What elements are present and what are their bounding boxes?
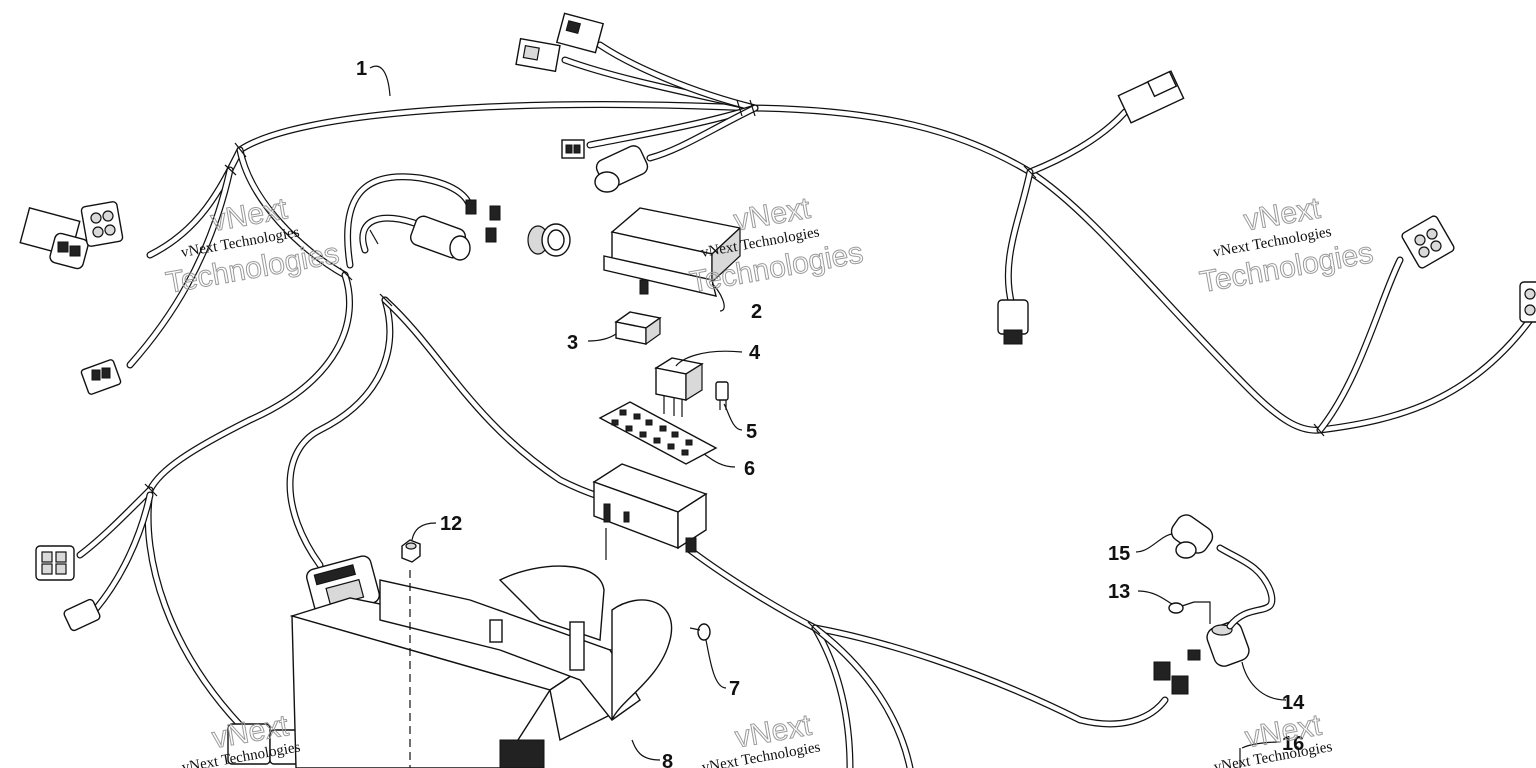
watermark-2: vNext vNext Technologies Technologies	[687, 191, 866, 300]
callout-2: 2	[751, 301, 762, 323]
fuse-block[interactable]	[592, 463, 708, 553]
callout-3: 3	[567, 332, 578, 354]
connector-round-left[interactable]	[408, 214, 471, 261]
watermark-3: vNext vNext Technologies Technologies	[1197, 191, 1376, 300]
mounting-bracket[interactable]	[289, 528, 673, 768]
watermark-6: vNext vNext Technologies	[1213, 708, 1334, 768]
callout-15: 15	[1108, 543, 1130, 565]
callout-4: 4	[749, 342, 761, 364]
connector-bottom-left-1[interactable]	[35, 545, 75, 581]
spark-plug-cap[interactable]	[1168, 511, 1217, 559]
connector-left-lower[interactable]	[80, 359, 122, 395]
rivet[interactable]	[689, 623, 711, 641]
spade-terminals[interactable]	[465, 199, 501, 243]
callout-7: 7	[729, 678, 740, 700]
callout-labels: 1 2 3 4 5 6 7 8 12 13 14 15 16	[356, 58, 1305, 768]
callout-12: 12	[440, 513, 462, 535]
callout-6: 6	[744, 458, 755, 480]
relay-small[interactable]	[614, 311, 662, 346]
connector-round-mid[interactable]	[594, 143, 650, 193]
connector-top-2[interactable]	[555, 12, 605, 54]
screw[interactable]	[1168, 601, 1195, 614]
fuse-label-sheet[interactable]	[598, 401, 718, 465]
connector-far-right-6pin[interactable]	[1401, 215, 1456, 270]
connector-right-top[interactable]	[1117, 70, 1185, 124]
callout-13: 13	[1108, 581, 1130, 603]
nut[interactable]	[401, 539, 421, 563]
connector-small-2pin[interactable]	[561, 139, 585, 159]
connector-bottom-left-2[interactable]	[63, 598, 101, 632]
callout-8: 8	[662, 751, 673, 768]
callout-1: 1	[356, 58, 367, 80]
callout-5: 5	[746, 421, 757, 443]
connector-left-6pin[interactable]	[80, 201, 124, 247]
callout-16: 16	[1282, 733, 1304, 755]
connector-left-large[interactable]	[19, 207, 89, 270]
connector-edge-right[interactable]	[1519, 281, 1536, 323]
watermark-5: vNext vNext Technologies	[701, 708, 822, 768]
connector-right-down[interactable]	[997, 299, 1029, 345]
connector-top-1[interactable]	[515, 37, 561, 73]
relay[interactable]	[654, 357, 704, 417]
fuse-box-cover[interactable]	[603, 207, 742, 297]
fuse[interactable]	[715, 381, 729, 410]
ignition-coil[interactable]	[1187, 544, 1276, 669]
leader-lines	[369, 65, 1287, 761]
indicator-lamp[interactable]	[527, 223, 571, 257]
ground-wire[interactable]	[1153, 661, 1241, 768]
watermark-1: vNext vNext Technologies Technologies	[163, 192, 342, 301]
callout-14: 14	[1282, 692, 1305, 714]
